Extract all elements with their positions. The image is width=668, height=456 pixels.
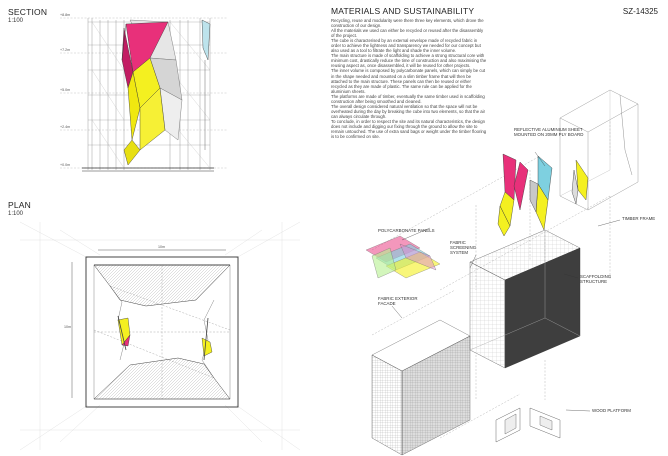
materials-paragraph: All the materials we used can either be … — [331, 28, 484, 39]
materials-paragraph: The main structure is made of scaffoldin… — [331, 53, 487, 69]
materials-paragraph: The inner volume is composed by polycarb… — [331, 68, 486, 94]
section-title: SECTION — [8, 7, 48, 17]
label-fabric-screening: FABRIC SCREENING SYSTEM — [450, 240, 477, 255]
section-level-4: +2.4m — [60, 125, 71, 129]
materials-text: Recycling, reuse and modularity were the… — [331, 18, 487, 139]
label-scaffolding: SCAFFOLDING STRUCTURE — [580, 274, 612, 284]
materials-paragraph: The platforms are made of timber, eventu… — [331, 93, 485, 104]
materials-paragraph: To conclude, in order to respect the sit… — [331, 118, 487, 140]
plan-drawing — [19, 221, 301, 451]
plan-scale: 1:100 — [8, 211, 24, 217]
plan-title: PLAN — [8, 200, 32, 210]
materials-title: MATERIALS AND SUSTAINABILITY — [331, 6, 475, 16]
label-wood-platform: WOOD PLATFORM — [592, 408, 631, 413]
label-reflective-aluminium: REFLECTIVE ALUMINIUM SHEET MOUNTED ON 20… — [514, 127, 584, 137]
label-polycarbonate: POLYCARBONATE PANELS — [378, 228, 435, 233]
plan-dimension-height: 10m — [64, 325, 71, 329]
materials-paragraph: The overall design considered natural ve… — [331, 103, 486, 119]
section-level-1: +8.8m — [60, 13, 71, 17]
label-timber-frame: TIMBER FRAME — [622, 216, 656, 221]
section-level-5: +0.0m — [60, 163, 71, 167]
section-level-3: +5.0m — [60, 88, 71, 92]
materials-paragraph: The cube is characterised by an external… — [331, 38, 481, 54]
exploded-axonometric — [365, 89, 639, 456]
label-fabric-facade: FABRIC EXTERIOR FACADE — [378, 296, 418, 306]
section-drawing — [60, 17, 228, 172]
project-code: SZ-14325 — [622, 7, 658, 16]
plan-dimension-width: 10m — [158, 245, 165, 249]
section-scale: 1:100 — [8, 18, 24, 24]
section-level-2: +7.2m — [60, 48, 71, 52]
materials-paragraph: Recycling, reuse and modularity were the… — [331, 18, 484, 29]
